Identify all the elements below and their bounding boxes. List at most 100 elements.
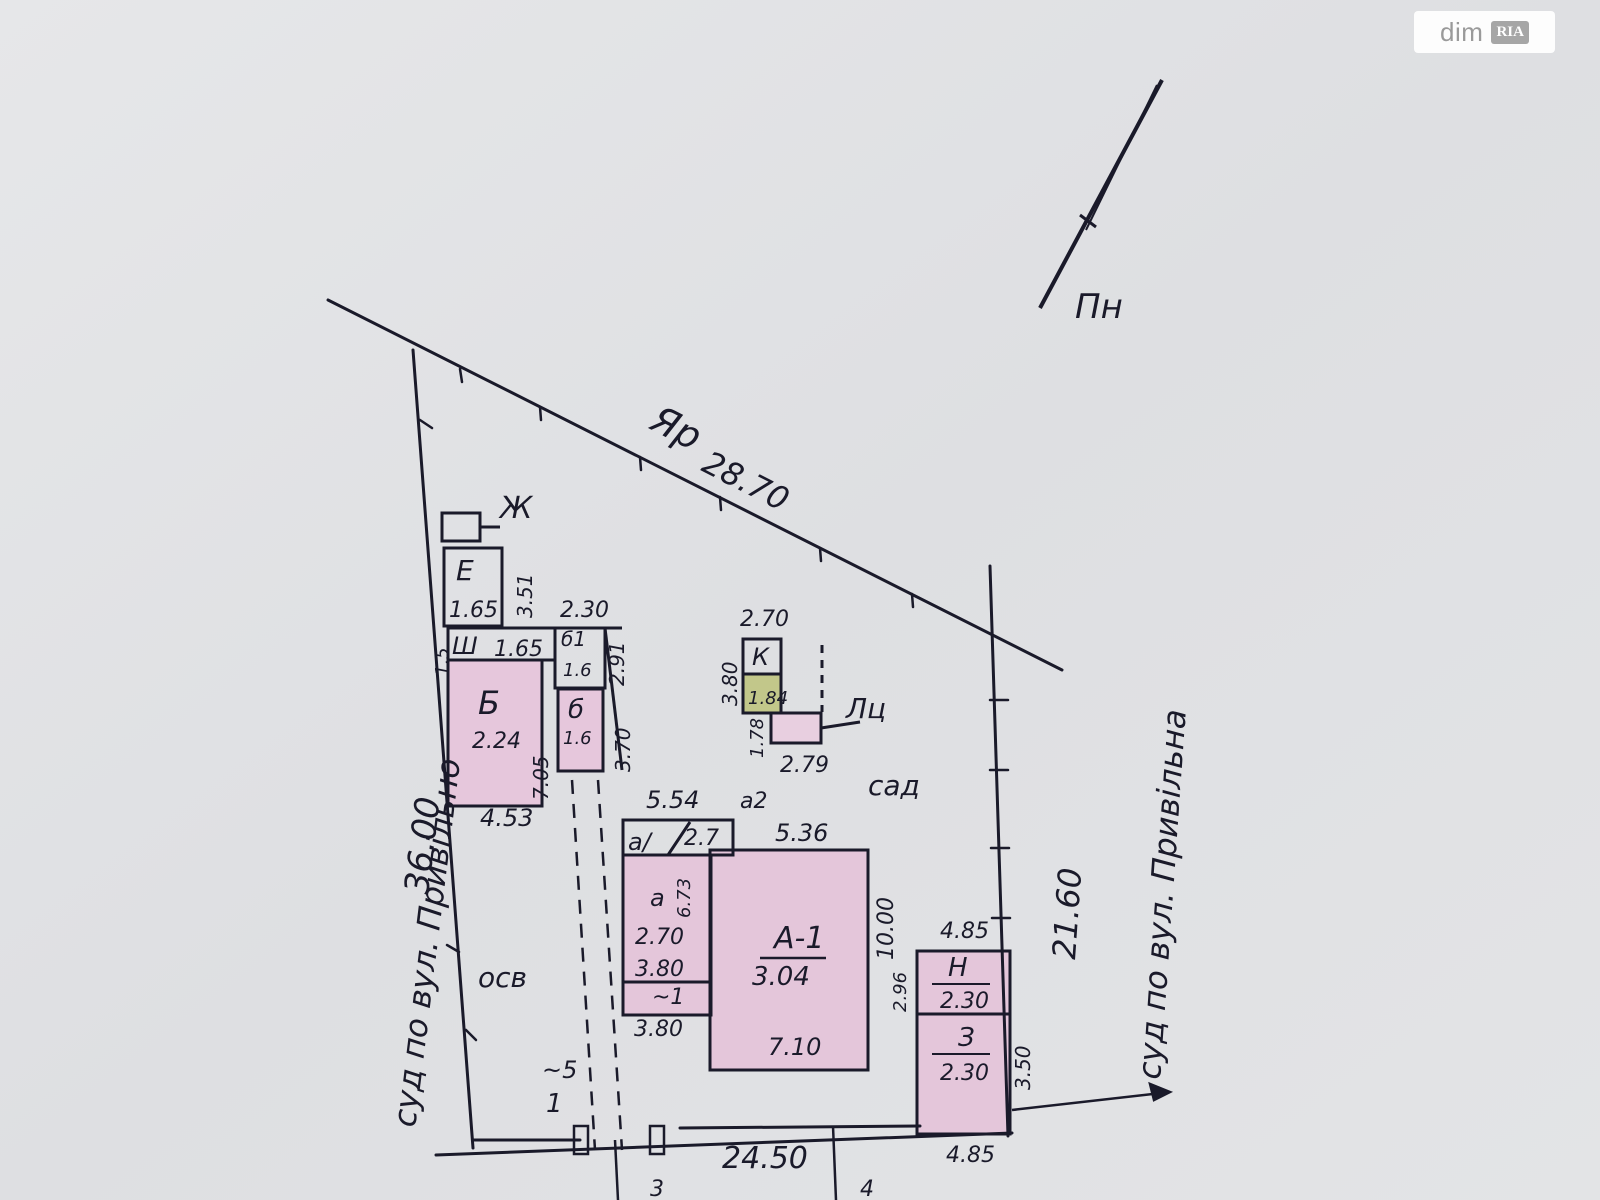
north-arrow-shaft-2 (1085, 84, 1158, 231)
boundary-left (411, 348, 475, 1150)
boundary-right (988, 564, 1010, 1138)
building-z-outline (915, 1012, 1012, 1136)
a-big-height: 10.00 (874, 897, 899, 960)
b1-side (603, 627, 624, 771)
tick (818, 546, 823, 563)
yard-label-2: сад (868, 769, 920, 802)
gate-label: ~5 (542, 1056, 577, 1084)
tick (910, 592, 915, 609)
a-small-label: а (650, 884, 665, 912)
building-k-outline (741, 637, 783, 715)
building-fills (448, 660, 1010, 1134)
a-top: 2.7 (684, 826, 719, 851)
tick (445, 943, 461, 954)
entry-left (613, 1139, 620, 1200)
l-label: Лц (845, 692, 886, 725)
boundary-ticks (418, 367, 1012, 1042)
a-small-sub: ~1 (652, 985, 684, 1010)
north-arrow (1038, 79, 1164, 309)
k-label: К (752, 643, 770, 671)
z-bottom: 4.85 (946, 1143, 995, 1168)
k-top: 2.70 (740, 607, 789, 632)
b1-label: б1 (561, 627, 586, 651)
north-label: Пн (1075, 287, 1123, 327)
b-small-height: 3.70 (611, 727, 635, 772)
boundary-bottom (434, 1131, 1014, 1157)
b1-top: 2.30 (560, 598, 609, 623)
building-b-small-fill (558, 689, 603, 771)
b1-width: 1.6 (563, 660, 592, 681)
a-big-label: А-1 (772, 921, 824, 956)
l-width: 2.79 (780, 753, 829, 778)
north-arrow-cross (1079, 213, 1097, 229)
tick-mark-label: 1 (546, 1089, 563, 1119)
h-top: 4.85 (940, 919, 989, 944)
w-label: Ш (452, 632, 478, 660)
building-a-fill (710, 850, 868, 1070)
a-small-dim2: 3.80 (635, 957, 684, 982)
a-over-mark: а2 (740, 789, 767, 814)
building-k-fill (743, 674, 781, 714)
plot-boundary (326, 298, 1064, 1157)
a-small-height: 6.73 (674, 878, 695, 918)
h-height: 3.50 (1011, 1045, 1035, 1090)
w-side: 1.5 (432, 647, 453, 676)
z-label: З (958, 1023, 975, 1053)
fence-dash-1 (570, 779, 597, 1151)
building-a2-outline (621, 853, 713, 1017)
h-width: 2.30 (940, 989, 989, 1014)
k-width: 1.84 (748, 688, 788, 709)
buildings (440, 511, 1012, 1136)
building-h-fill (917, 951, 1010, 1134)
k-height: 3.80 (718, 661, 742, 706)
a-big-area: 3.04 (752, 962, 810, 992)
watermark-brand: dim (1440, 16, 1484, 47)
entry-label: 3 (650, 1177, 664, 1200)
tick (638, 455, 643, 472)
a-big-top: 5.36 (775, 819, 828, 847)
a-small-dim1: 2.70 (635, 925, 684, 950)
a-over: 5.54 (646, 786, 699, 814)
a-small-bottom: 3.80 (634, 1017, 683, 1042)
a-side: 2.96 (890, 972, 911, 1012)
side-right-length: 21.60 (1045, 867, 1089, 961)
e-label: Е (456, 554, 474, 587)
building-l-fill (771, 713, 821, 743)
building-b-small-outline (556, 687, 605, 773)
dimria-watermark: dim RIA (1414, 11, 1555, 53)
b-small-width: 1.6 (563, 728, 592, 749)
b1-height: 2.91 (605, 641, 629, 686)
b-bottom: 4.53 (480, 804, 533, 832)
fence-dash-2 (596, 779, 624, 1151)
yard-label-1: осв (478, 961, 527, 994)
building-b-fill (448, 660, 542, 806)
tick (538, 405, 543, 422)
e-height: 3.51 (513, 573, 537, 618)
tick (718, 495, 723, 512)
boundary-bottom-inner2 (678, 1124, 922, 1130)
w-width: 1.65 (494, 637, 543, 662)
building-e-outline (442, 546, 504, 628)
side-bottom-length: 24.50 (722, 1141, 808, 1176)
tick (464, 1028, 478, 1042)
labels: Пн Яр 28.70 суд по вул. Привільно 36.00 … (385, 287, 1194, 1200)
gate2-label: 4 (860, 1177, 874, 1200)
tick (418, 418, 434, 430)
building-a-small-fill (623, 855, 711, 1015)
z-width: 2.30 (940, 1061, 989, 1086)
b-width: 2.24 (472, 729, 521, 754)
l-pointer (820, 720, 861, 730)
a1-label: а/ (628, 828, 654, 856)
building-b-outline (446, 658, 544, 808)
boundary-top (326, 298, 1064, 672)
l-height: 1.78 (747, 718, 768, 758)
b-small-label: б (568, 695, 584, 725)
h-label: Н (948, 953, 968, 983)
a-big-width: 7.10 (768, 1033, 821, 1061)
street-line (1011, 1090, 1171, 1112)
tick (458, 367, 464, 384)
watermark-badge: RIA (1491, 20, 1529, 44)
e-width: 1.65 (449, 598, 498, 623)
